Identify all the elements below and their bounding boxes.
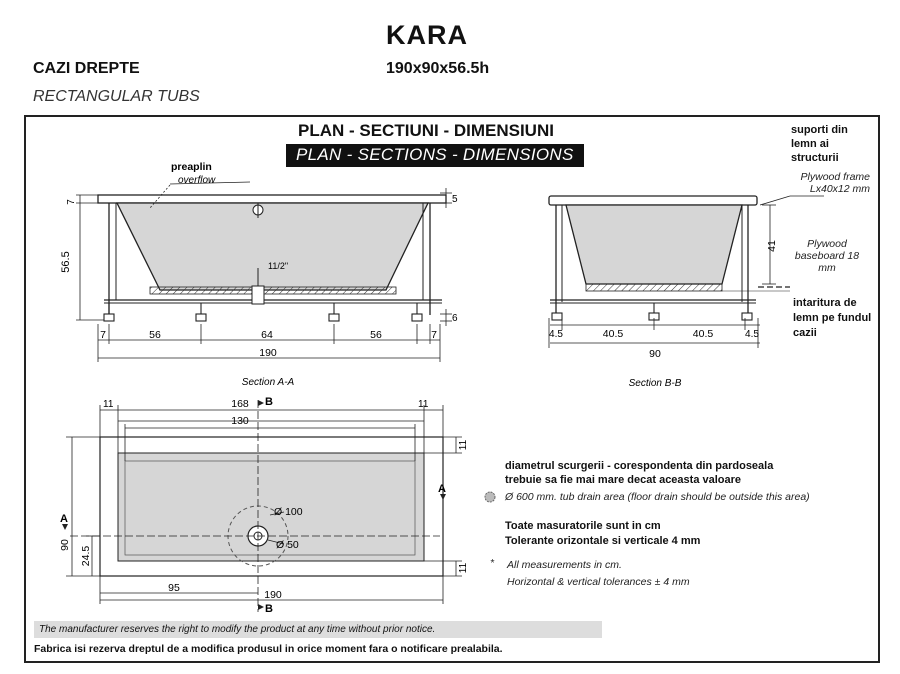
section-title-en: PLAN - SECTIONS - DIMENSIONS xyxy=(286,144,584,167)
disclaimer-en: The manufacturer reserves the right to m… xyxy=(34,621,602,638)
section-aa-caption: Section A-A xyxy=(242,377,295,388)
plan-top-left: 11 xyxy=(103,399,114,410)
plan-top-right: 11 xyxy=(418,399,429,410)
section-bb-drawing xyxy=(548,195,824,348)
measure-note-ro-1: Toate masuratorile sunt in cm xyxy=(505,520,661,532)
plan-circle-100: Ø 100 xyxy=(274,506,303,518)
drain-note-en: Ø 600 mm. tub drain area (floor drain sh… xyxy=(505,491,810,503)
drain-area-icon xyxy=(484,491,496,503)
baseboard-label-en: Plywood baseboard 18 mm xyxy=(794,238,860,274)
bb-edge-left: 4.5 xyxy=(549,329,563,340)
overflow-ro-label: preaplin xyxy=(171,161,212,173)
plan-marker-b-top: B xyxy=(265,396,273,408)
aa-rim-right-label: 5 xyxy=(452,194,458,205)
disclaimer-ro: Fabrica isi rezerva dreptul de a modific… xyxy=(34,643,503,655)
aa-total: 190 xyxy=(259,347,277,359)
plan-marker-a-right: A xyxy=(438,483,446,495)
measure-note-en-2: Horizontal & vertical tolerances ± 4 mm xyxy=(507,576,690,588)
product-size: 190x90x56.5h xyxy=(386,60,490,77)
drain-note-ro-1: diametrul scurgerii - corespondenta din … xyxy=(505,460,774,472)
plan-drawing xyxy=(62,400,462,612)
bb-depth-label: 41 xyxy=(766,240,778,252)
category-ro: CAZI DREPTE xyxy=(33,60,140,77)
plan-drain-offset-x: 95 xyxy=(168,582,180,594)
plan-drain-offset-y: 24.5 xyxy=(80,546,92,567)
frame-label-en: Plywood frame Lx40x12 mm xyxy=(800,171,870,195)
drain-size-label: 11/2" xyxy=(268,261,288,271)
aa-seg-left-edge: 7 xyxy=(100,329,106,341)
aa-rim-left-label: 7 xyxy=(66,199,77,205)
bb-total: 90 xyxy=(649,348,661,360)
plan-right-top: 11 xyxy=(458,439,469,450)
measure-note-ro-2: Tolerante orizontale si verticale 4 mm xyxy=(505,535,701,547)
section-bb-caption: Section B-B xyxy=(629,378,682,389)
aa-seg-right-edge: 7 xyxy=(431,329,437,341)
measure-note-en-1: All measurements in cm. xyxy=(507,559,622,571)
plan-right-bottom: 11 xyxy=(458,562,469,573)
section-aa-drawing xyxy=(76,181,452,362)
plan-length-130: 130 xyxy=(231,415,249,427)
plan-marker-a-left: A xyxy=(60,513,68,525)
frame-label-ro: suporti din lemn ai structurii xyxy=(791,124,848,164)
plan-total: 190 xyxy=(264,589,282,601)
aa-seg2: 64 xyxy=(261,329,273,341)
section-title-ro: PLAN - SECTIUNI - DIMENSIUNI xyxy=(298,121,554,140)
aa-foot-label: 6 xyxy=(452,313,458,324)
bb-half-left: 40.5 xyxy=(603,328,624,340)
plan-width: 90 xyxy=(59,539,71,551)
product-title: KARA xyxy=(386,20,468,50)
bb-edge-right: 4.5 xyxy=(745,329,759,340)
baseboard-label-ro: intaritura de lemn pe fundul cazii xyxy=(793,297,872,339)
plan-circle-50: Ø 50 xyxy=(276,539,299,551)
category-en: RECTANGULAR TUBS xyxy=(33,88,200,105)
drawing-frame xyxy=(24,115,880,663)
plan-marker-b-bottom: B xyxy=(265,603,273,615)
drain-note-ro-2: trebuie sa fie mai mare decat aceasta va… xyxy=(505,474,742,486)
aa-seg1: 56 xyxy=(149,329,161,341)
plan-length-168: 168 xyxy=(231,398,249,410)
aa-seg3: 56 xyxy=(370,329,382,341)
aa-height-label: 56.5 xyxy=(60,251,72,272)
bb-half-right: 40.5 xyxy=(693,328,714,340)
overflow-en-label: overflow xyxy=(178,175,216,186)
measure-bullet: * xyxy=(490,557,495,569)
